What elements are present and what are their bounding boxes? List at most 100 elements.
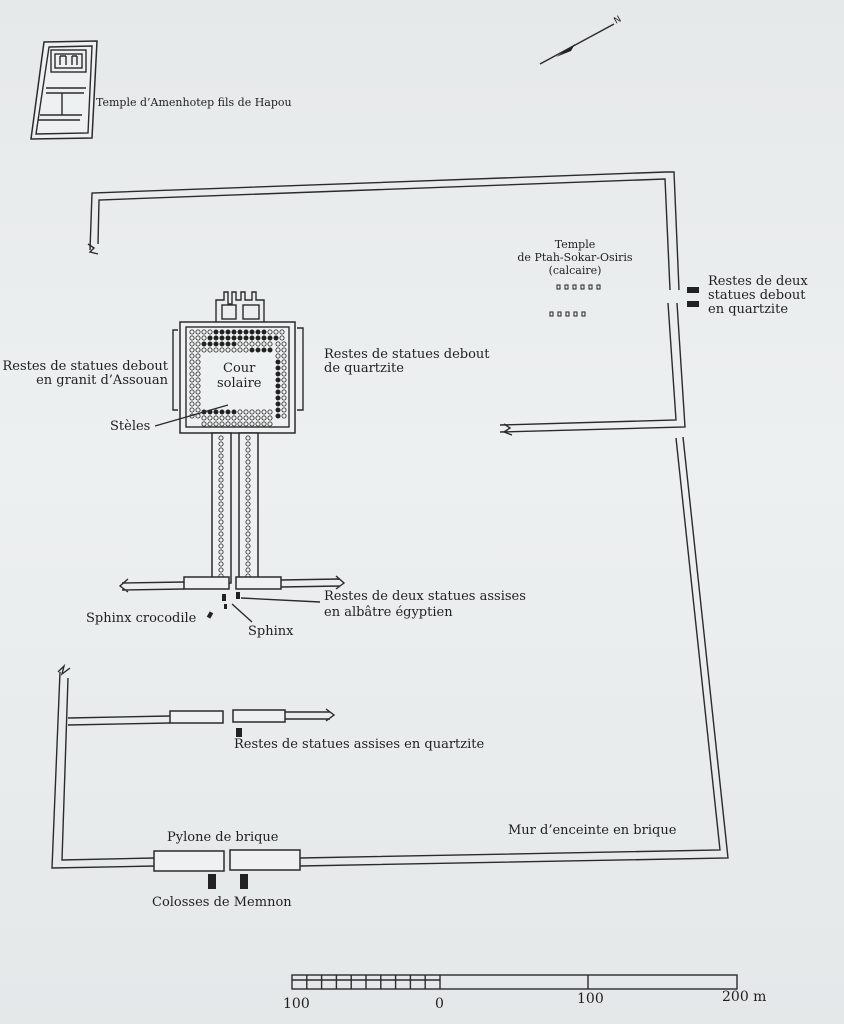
column-dot — [218, 531, 224, 537]
column-dot — [255, 415, 261, 421]
column-dot — [255, 335, 261, 341]
quartzite-statues-label-1: Restes de statues debout — [324, 347, 490, 362]
column-dot — [231, 341, 237, 347]
column-dot — [218, 453, 224, 459]
steles-leader — [154, 404, 229, 427]
column-dot — [281, 413, 287, 419]
column-dot — [249, 329, 255, 335]
seated-quartzite-label: Restes de statues assises en quartzite — [234, 737, 485, 752]
column-dot — [267, 335, 273, 341]
column-dot — [261, 329, 267, 335]
column-dot — [189, 401, 195, 407]
column-dot — [219, 335, 225, 341]
column-dot — [261, 421, 267, 427]
column-dot — [267, 415, 273, 421]
ptah-temple-label-1: Temple — [554, 238, 596, 251]
column-dot — [237, 415, 243, 421]
column-dot — [275, 407, 281, 413]
column-dot — [281, 395, 287, 401]
column-dot — [213, 421, 219, 427]
column-dot — [245, 441, 251, 447]
enclosure-wall-label: Mur d’enceinte en brique — [508, 823, 677, 838]
column-dot — [207, 329, 213, 335]
column-dot — [213, 409, 219, 415]
column-dot — [195, 401, 201, 407]
column-dot — [219, 421, 225, 427]
column-dot — [279, 329, 285, 335]
column-dot — [218, 495, 224, 501]
column-dot — [255, 409, 261, 415]
column-dot — [245, 537, 251, 543]
alabaster-statue-1 — [222, 594, 226, 601]
steles-label: Stèles — [110, 419, 151, 434]
brick-pylon — [153, 849, 301, 872]
column-dot — [281, 365, 287, 371]
column-dot — [201, 347, 207, 353]
column-dot — [201, 335, 207, 341]
column-dot — [218, 459, 224, 465]
column-dot — [281, 353, 287, 359]
column-dot — [275, 359, 281, 365]
column-dot — [218, 471, 224, 477]
column-dot — [195, 383, 201, 389]
column-dot — [189, 407, 195, 413]
column-dot — [218, 567, 224, 573]
solar-court-temple: Cour solaire — [118, 291, 346, 593]
column-dot — [231, 415, 237, 421]
sphinx-label: Sphinx — [248, 624, 294, 639]
column-dot — [243, 415, 249, 421]
granit-statues-label-2: en granit d’Assouan — [36, 373, 168, 388]
column-dot — [195, 347, 201, 353]
column-dot — [225, 329, 231, 335]
column-dot — [225, 341, 231, 347]
column-dot — [243, 335, 249, 341]
column-dot — [189, 335, 195, 341]
column-dot — [275, 353, 281, 359]
column-dot — [218, 489, 224, 495]
column-dot — [255, 329, 261, 335]
column-dot — [267, 329, 273, 335]
column-dot — [243, 329, 249, 335]
column-dot — [231, 421, 237, 427]
column-dot — [201, 415, 207, 421]
enclosure-wall-upper — [87, 171, 729, 867]
granit-statues-label-1: Restes de statues debout — [2, 359, 168, 374]
scale-tick-label: 100 — [283, 996, 310, 1012]
column-dot — [267, 341, 273, 347]
column-dot — [189, 383, 195, 389]
scale-tick-label: 0 — [435, 996, 444, 1012]
north-letter: N — [613, 15, 624, 27]
column-dot — [245, 471, 251, 477]
column-dot — [237, 329, 243, 335]
column-dot — [231, 335, 237, 341]
column-dot — [189, 389, 195, 395]
quartzite-statue-1 — [687, 287, 699, 293]
column-dot — [237, 347, 243, 353]
column-dot — [207, 341, 213, 347]
column-dot — [218, 543, 224, 549]
column-dot — [218, 435, 224, 441]
column-dot — [261, 415, 267, 421]
column-dot — [255, 421, 261, 427]
column-dot — [261, 341, 267, 347]
column-dot — [243, 341, 249, 347]
column-dot — [245, 543, 251, 549]
column-dot — [219, 415, 225, 421]
column-dot — [281, 359, 287, 365]
column-dot — [245, 483, 251, 489]
column-dot — [237, 341, 243, 347]
column-dot — [261, 347, 267, 353]
column-dot — [207, 421, 213, 427]
column-dot — [245, 507, 251, 513]
column-dot — [281, 407, 287, 413]
alabaster-statue-2 — [236, 592, 240, 599]
column-dot — [201, 341, 207, 347]
column-dot — [243, 421, 249, 427]
column-dot — [201, 421, 207, 427]
scale-tick-label: 200 m — [722, 989, 767, 1005]
column-dot — [245, 435, 251, 441]
column-dot — [219, 347, 225, 353]
column-dot — [195, 335, 201, 341]
column-dot — [275, 401, 281, 407]
